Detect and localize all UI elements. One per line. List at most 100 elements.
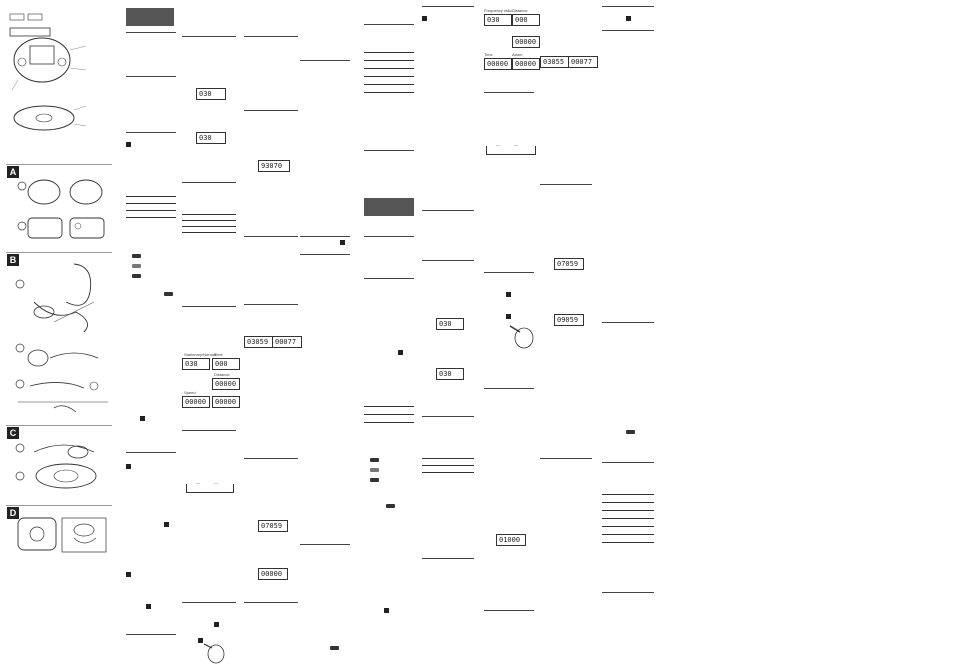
heading-rule	[182, 182, 236, 183]
lcd-display: 09059	[554, 314, 584, 326]
heading-rule	[244, 304, 298, 305]
heading-rule	[126, 76, 176, 77]
battery-full-icon	[132, 254, 141, 258]
battery-indicator-icon	[164, 292, 173, 296]
illustration-column: A B C D	[0, 0, 114, 671]
lcd-display: 030	[196, 88, 226, 100]
heading-rule	[540, 458, 592, 459]
text-column-4: 93070 03059 00077 07059 00000	[242, 0, 302, 671]
lcd-display: 030	[484, 14, 512, 26]
button-press-illustration	[203, 643, 225, 664]
heading-rule	[126, 452, 176, 453]
lcd-display: 00000	[512, 58, 540, 70]
heading-rule	[602, 462, 654, 463]
note-icon	[214, 622, 219, 627]
table-rule	[182, 232, 236, 233]
heading-rule	[484, 92, 534, 93]
lcd-display: 030	[436, 368, 464, 380]
lcd-display: 00000	[484, 58, 512, 70]
battery-install-illustration	[17, 179, 105, 239]
device-overview-illustration	[9, 13, 87, 131]
table-rule	[602, 494, 654, 495]
button-press-illustration	[509, 325, 534, 349]
caption-speed: Speed	[184, 390, 196, 395]
battery-indicator-icon	[626, 430, 635, 434]
heading-rule	[364, 24, 414, 25]
heading-rule	[540, 184, 592, 185]
heading-rule	[602, 30, 654, 31]
text-column-7: 030 030	[420, 0, 478, 671]
section-a-rule	[6, 164, 112, 165]
table-rule	[364, 60, 414, 61]
lcd-display: 93070	[258, 160, 290, 172]
note-icon	[126, 572, 131, 577]
note-icon	[340, 240, 345, 245]
table-rule	[364, 422, 414, 423]
heading-rule	[364, 236, 414, 237]
text-column-2	[120, 0, 176, 671]
table-rule	[602, 526, 654, 527]
table-rule	[182, 226, 236, 227]
text-column-10	[600, 0, 656, 671]
lcd-display: 000	[512, 14, 540, 26]
heading-rule	[182, 430, 236, 431]
lcd-display: 00077	[272, 336, 302, 348]
table-rule	[126, 196, 176, 197]
heading-rule	[126, 32, 176, 33]
table-rule	[126, 203, 176, 204]
heading-rule	[244, 236, 298, 237]
lcd-display: 00000	[258, 568, 288, 580]
caption-time: Time	[214, 352, 223, 357]
lcd-display: 030	[436, 318, 464, 330]
lcd-display: 01000	[496, 534, 526, 546]
text-column-3: 030 030 Stationary/Normal Time 030 000 D…	[180, 0, 240, 671]
battery-half-icon	[370, 468, 379, 472]
table-rule	[182, 214, 236, 215]
section-d-rule	[6, 505, 112, 506]
battery-replace-illustration	[17, 517, 107, 553]
battery-indicator-icon	[330, 646, 339, 650]
lcd-display: 000	[212, 358, 240, 370]
lcd-display: 00000	[212, 378, 240, 390]
heading-rule	[126, 634, 176, 635]
range-gauge	[486, 146, 536, 155]
heading-rule	[244, 36, 298, 37]
caption-distance: Distance	[512, 8, 528, 13]
section-d-label: D	[7, 507, 19, 519]
table-rule	[422, 465, 474, 466]
lcd-display: 030	[182, 358, 210, 370]
table-rule	[602, 542, 654, 543]
table-rule	[126, 210, 176, 211]
heading-rule	[422, 260, 474, 261]
heading-rule	[422, 6, 474, 7]
lcd-display: 03055	[540, 56, 570, 68]
heading-rule	[182, 602, 236, 603]
caption-frequency-ratio: Frequency ratio	[484, 8, 512, 13]
text-column-5	[300, 0, 354, 671]
lcd-display: 00077	[568, 56, 598, 68]
caption-alarm: Alarm	[512, 52, 523, 57]
heading-rule	[182, 306, 236, 307]
heading-rule	[484, 610, 534, 611]
strap-attach-illustration	[15, 263, 108, 413]
battery-low-icon	[370, 478, 379, 482]
section-b-label: B	[7, 254, 19, 266]
heading-rule	[364, 278, 414, 279]
table-rule	[602, 510, 654, 511]
wearing-illustration	[15, 443, 97, 489]
lcd-display: 00000	[512, 36, 540, 48]
table-rule	[602, 534, 654, 535]
note-icon	[384, 608, 389, 613]
column-heading-bar	[364, 198, 414, 216]
table-rule	[364, 406, 414, 407]
table-rule	[364, 68, 414, 69]
heading-rule	[602, 322, 654, 323]
note-icon	[146, 604, 151, 609]
text-column-8: Frequency ratio Distance 030 000 00000 T…	[482, 0, 540, 671]
table-rule	[422, 458, 474, 459]
heading-rule	[300, 236, 350, 237]
note-icon	[126, 142, 131, 147]
caption-time: Time	[484, 52, 493, 57]
heading-rule	[422, 416, 474, 417]
heading-rule	[182, 36, 236, 37]
